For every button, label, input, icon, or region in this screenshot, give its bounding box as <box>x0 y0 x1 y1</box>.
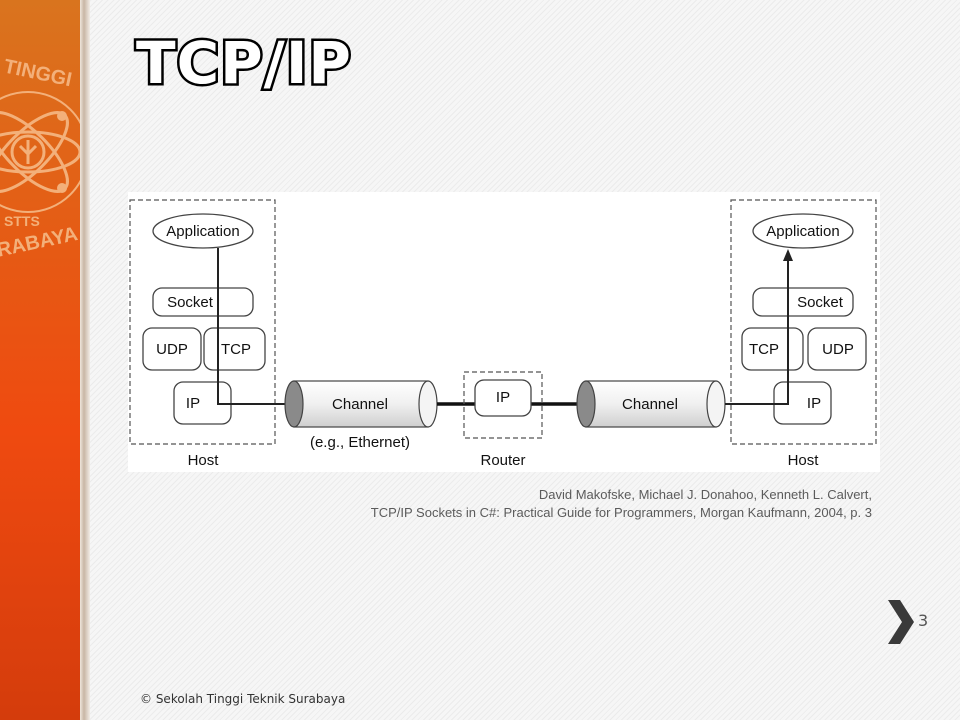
chevron-right-icon <box>888 600 914 644</box>
right-udp-box <box>807 327 867 371</box>
right-udp-label: UDP <box>822 341 854 358</box>
right-host-boundary <box>730 199 877 445</box>
left-data-path <box>217 248 293 405</box>
citation: David Makofske, Michael J. Donahoo, Kenn… <box>371 486 872 522</box>
logo-text-center: STTS <box>4 213 40 229</box>
arrowhead-icon <box>783 249 793 261</box>
left-udp-box <box>142 327 202 371</box>
sidebar-band: TINGGI STTS SURABAYA <box>0 0 80 720</box>
left-ip-label: IP <box>186 395 200 412</box>
left-application-oval <box>152 213 254 249</box>
left-socket-box <box>152 287 254 317</box>
right-tcp-label: TCP <box>749 341 779 358</box>
right-data-path <box>725 258 789 405</box>
router-ip-label: IP <box>496 389 510 406</box>
right-ip-label: IP <box>807 395 821 412</box>
right-channel-label: Channel <box>622 396 678 413</box>
left-tcp-box <box>203 327 266 371</box>
citation-line-1: David Makofske, Michael J. Donahoo, Kenn… <box>538 487 872 502</box>
left-channel-body <box>293 380 429 428</box>
left-host-boundary <box>129 199 276 445</box>
right-host-label: Host <box>788 452 820 469</box>
stts-logo: TINGGI STTS SURABAYA <box>0 55 80 267</box>
sidebar-edge <box>80 0 90 720</box>
right-application-label: Application <box>766 223 839 240</box>
logo-text-bottom: SURABAYA <box>0 223 80 267</box>
left-host-label: Host <box>188 452 220 469</box>
left-channel-label: Channel <box>332 396 388 413</box>
left-tcp-label: TCP <box>221 341 251 358</box>
right-channel-end <box>706 380 726 428</box>
right-channel-opening <box>576 380 596 428</box>
left-application-label: Application <box>166 223 239 240</box>
left-channel-end <box>418 380 438 428</box>
router-ip-box <box>474 379 532 417</box>
right-socket-label: Socket <box>797 294 844 311</box>
right-socket-box <box>752 287 854 317</box>
page-number: 3 <box>918 611 929 630</box>
logo-text-top: TINGGI <box>2 55 74 91</box>
slide-title: TCP/IP <box>134 29 354 97</box>
left-udp-label: UDP <box>156 341 188 358</box>
left-channel-sublabel: (e.g., Ethernet) <box>310 434 410 451</box>
router-label: Router <box>480 452 525 469</box>
right-channel-body <box>585 380 717 428</box>
right-application-oval <box>752 213 854 249</box>
left-socket-label: Socket <box>167 294 214 311</box>
left-channel-opening <box>284 380 304 428</box>
citation-line-2: TCP/IP Sockets in C#: Practical Guide fo… <box>370 505 872 520</box>
footer-copyright: © Sekolah Tinggi Teknik Surabaya <box>140 692 346 706</box>
tcp-ip-diagram: Application Socket UDP TCP IP Host Chann… <box>129 199 877 469</box>
